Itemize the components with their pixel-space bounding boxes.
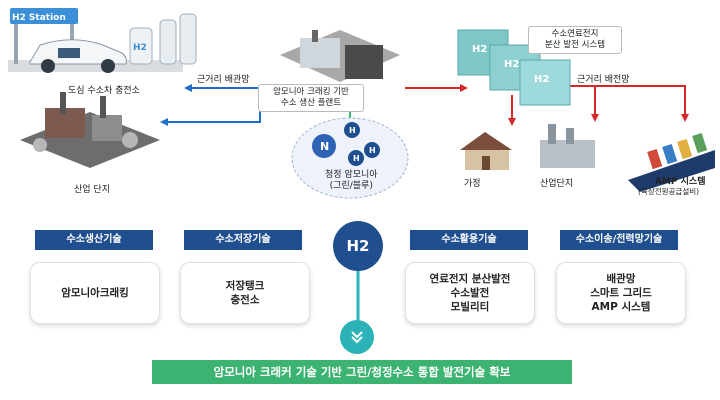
h2-tank-label: H2 [133,43,147,53]
amp-label: AMP 시스템 [655,177,706,187]
ammonia-label: 청정 암모니아 (그린/블루) [325,170,378,192]
industrial-label: 산업 단지 [74,185,110,195]
ammonia-molecule-icon [291,117,409,199]
production-item: 암모니아크래킹 [61,287,129,299]
transport-item: 배관망 [606,273,636,285]
plant-callout: 암모니아 크래킹 기반 수소 생산 플랜트 [258,84,364,112]
category-storage: 수소저장기술 [184,230,302,250]
atom-n: N [320,140,329,153]
ammonia-label-line2: (그린/블루) [329,181,373,191]
transport-item: AMP 시스템 [591,301,651,313]
module-label-2: H2 [504,59,519,70]
ammonia-label-line1: 청정 암모니아 [325,170,378,180]
cracking-plant-icon [280,30,400,82]
box-production: 암모니아크래킹 [30,262,160,324]
short-distance-grid-label: 근거리 배전망 [577,75,630,85]
storage-item: 저장탱크 [225,280,265,292]
atom-h2: H [369,146,376,155]
category-utilization: 수소활용기술 [410,230,528,250]
atom-h3: H [353,154,360,163]
industrial-complex-icon [20,92,160,168]
chevron-double-down-icon [340,320,374,354]
category-transport: 수소이송/전력망기술 [560,230,678,250]
factory-icon [540,124,595,168]
box-transport: 배관망 스마트 그리드 AMP 시스템 [556,262,686,324]
h2-center-badge: H2 [333,221,383,271]
box-storage: 저장탱크 충전소 [180,262,310,324]
plant-callout-line1: 암모니아 크래킹 기반 [273,87,349,97]
house-icon [460,132,512,170]
station-label: 도심 수소차 충전소 [68,86,140,96]
amp-sub-label: (육상전원공급설비) [638,187,700,196]
module-label-1: H2 [472,44,487,55]
atom-h1: H [349,126,356,135]
utilization-item: 모빌리티 [450,301,490,313]
home-label: 가정 [464,179,481,189]
transport-item: 스마트 그리드 [590,287,652,299]
box-utilization: 연료전지 분산발전 수소발전 모빌리티 [405,262,535,324]
plant-callout-line2: 수소 생산 플랜트 [280,98,342,108]
cargo-ship-icon [628,132,715,192]
utilization-item: 수소발전 [450,287,490,299]
fuel-cell-callout-line2: 분산 발전 시스템 [544,40,606,50]
hydrogen-station-icon [8,8,197,73]
industry-right-label: 산업단지 [540,179,574,189]
module-label-3: H2 [534,74,549,85]
fuel-cell-callout-line1: 수소연료전지 [551,29,599,39]
storage-item: 충전소 [230,294,260,306]
illustration-canvas: H2 Station H2 N H H H [8,8,715,199]
utilization-item: 연료전지 분산발전 [429,273,511,285]
category-production: 수소생산기술 [35,230,153,250]
short-distance-pipeline-label: 근거리 배관망 [197,75,250,85]
fuel-cell-callout: 수소연료전지 분산 발전 시스템 [528,26,622,54]
station-sign: H2 Station [12,13,66,23]
power-grid-arrows [405,84,689,126]
summary-banner: 암모니아 크래커 기술 기반 그린/청정수소 통합 발전기술 확보 [152,360,572,384]
